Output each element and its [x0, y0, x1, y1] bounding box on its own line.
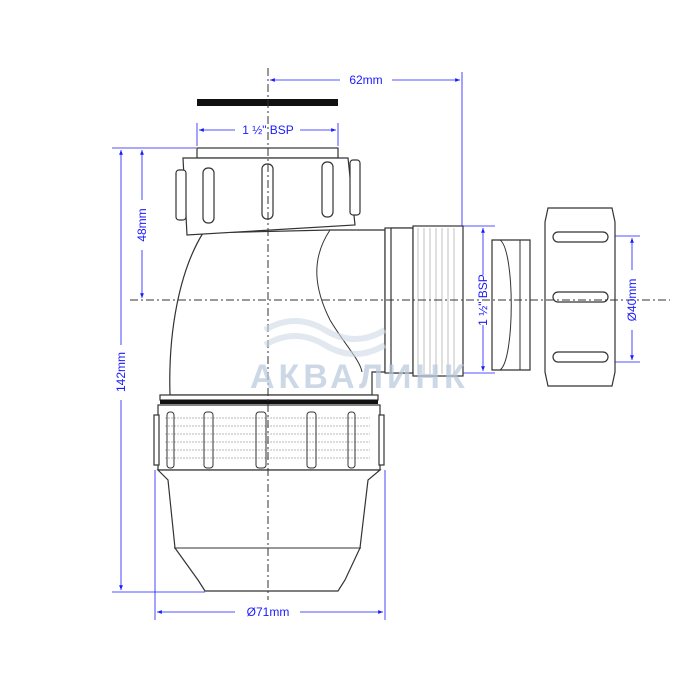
watermark-logo: АКВАЛИНК	[250, 318, 469, 396]
dimension-40mm-label: Ø40mm	[625, 279, 639, 322]
trap-body	[169, 229, 386, 396]
bottle-cup	[156, 469, 382, 592]
bottom-gasket	[160, 400, 378, 404]
bottom-nut	[153, 404, 385, 471]
dimension-71mm-label: Ø71mm	[247, 605, 290, 619]
dimension-top-bsp: 1 ½" BSP	[196, 123, 339, 146]
dimension-62mm: 62mm	[270, 72, 463, 226]
dimension-side-bsp-label: 1 ½" BSP	[476, 274, 490, 326]
dimension-62mm-label: 62mm	[349, 73, 382, 87]
dimension-40mm: Ø40mm	[615, 235, 640, 363]
outlet-thread	[384, 225, 464, 377]
watermark-text: АКВАЛИНК	[250, 358, 469, 396]
dimension-top-bsp-label: 1 ½" BSP	[242, 123, 294, 137]
dimension-48mm: 48mm	[112, 147, 196, 298]
dimension-71mm: Ø71mm	[154, 470, 386, 620]
outlet-nut	[544, 207, 616, 387]
dimension-side-bsp: 1 ½" BSP	[463, 225, 495, 374]
dimension-142mm-label: 142mm	[114, 352, 128, 392]
outlet-sleeve	[491, 239, 531, 371]
dimension-142mm: 142mm	[112, 150, 205, 593]
dimension-48mm-label: 48mm	[135, 208, 149, 241]
